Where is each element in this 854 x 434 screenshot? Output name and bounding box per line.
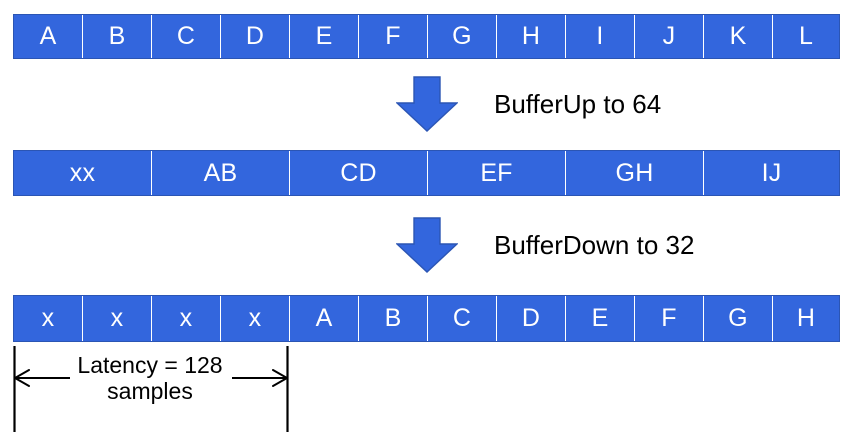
buffer-cell: x [14,296,83,341]
buffer-cell: C [152,15,221,58]
bufferup-label: BufferUp to 64 [494,89,662,119]
buffer-cell: B [83,15,152,58]
buffer-cell: E [290,15,359,58]
buffer-cell: H [497,15,566,58]
down-arrow-icon [396,76,458,132]
buffer-cell: AB [152,151,290,195]
latency-label-line1: Latency = 128 [77,352,223,378]
buffer-cell: x [221,296,290,341]
buffer-cell: GH [566,151,704,195]
bufferup-arrow-group: BufferUp to 64 [396,76,661,132]
input-buffer-row: A B C D E F G H I J K L [13,14,840,59]
latency-dimension-graphic [13,346,289,432]
bufferdown-arrow-group: BufferDown to 32 [396,217,694,273]
buffer-cell: I [566,15,635,58]
buffer-cell: x [83,296,152,341]
bufferdown-label: BufferDown to 32 [494,230,695,260]
buffer-cell: CD [290,151,428,195]
bufferdown-buffer-row: x x x x A B C D E F G H [13,295,840,342]
buffer-cell: IJ [704,151,839,195]
buffer-cell: J [635,15,704,58]
buffer-cell: F [635,296,704,341]
latency-label: Latency = 128 samples [28,352,272,404]
latency-left-arrowhead-icon [14,369,30,387]
buffer-cell: E [566,296,635,341]
buffer-cell: D [497,296,566,341]
buffer-cell: D [221,15,290,58]
buffer-cell: C [428,296,497,341]
buffer-cell: x [152,296,221,341]
latency-annotation [0,344,330,434]
latency-label-line2: samples [107,378,193,404]
bufferup-buffer-row: xx AB CD EF GH IJ [13,150,840,196]
buffer-cell: G [704,296,773,341]
down-arrow-icon [396,217,458,273]
buffer-cell: xx [14,151,152,195]
buffer-cell: G [428,15,497,58]
buffer-cell: EF [428,151,566,195]
buffer-cell: L [773,15,839,58]
buffer-cell: A [290,296,359,341]
buffer-cell: F [359,15,428,58]
buffer-cell: H [773,296,839,341]
latency-right-arrowhead-icon [272,369,288,387]
buffer-cell: B [359,296,428,341]
buffer-cell: A [14,15,83,58]
buffer-cell: K [704,15,773,58]
